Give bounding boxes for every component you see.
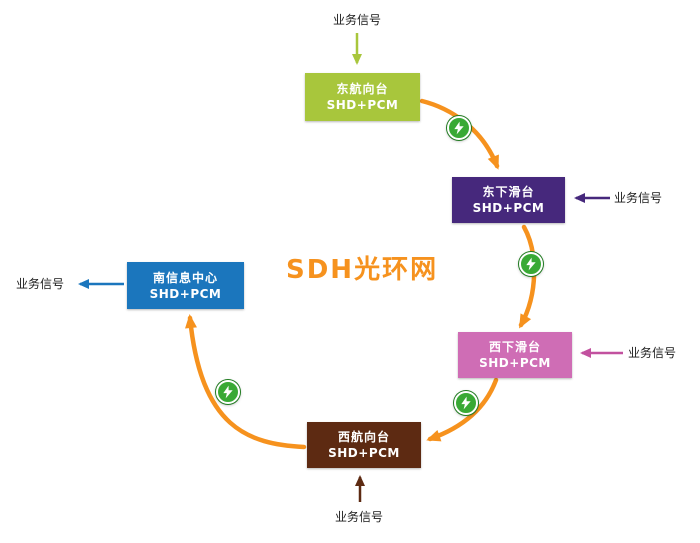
node-subtitle: SHD+PCM: [149, 286, 222, 301]
node-south-info-center: 南信息中心 SHD+PCM: [127, 262, 244, 309]
node-title: 西下滑台: [488, 340, 541, 354]
signal-label-right-lower: 业务信号: [628, 346, 677, 360]
node-title: 东航向台: [336, 82, 389, 96]
node-east-course-station: 东航向台 SHD+PCM: [305, 73, 420, 121]
node-subtitle: SHD+PCM: [328, 446, 400, 460]
node-east-glide-station: 东下滑台 SHD+PCM: [452, 177, 565, 223]
flash-icon: [223, 385, 233, 399]
signal-label-right-upper: 业务信号: [614, 191, 663, 205]
signal-label-left: 业务信号: [16, 277, 65, 291]
flash-icon: [526, 257, 536, 271]
signal-label-bottom: 业务信号: [334, 510, 384, 524]
node-title: 西航向台: [337, 430, 390, 444]
flash-icon: [461, 396, 471, 410]
node-title: 南信息中心: [152, 270, 218, 285]
diagram-title: SDH光环网: [286, 255, 439, 285]
signal-label-top: 业务信号: [332, 13, 382, 27]
ring-link-west-course-to-south-info: [185, 314, 307, 450]
node-subtitle: SHD+PCM: [326, 98, 399, 112]
node-subtitle: SHD+PCM: [479, 356, 551, 370]
node-title: 东下滑台: [482, 185, 535, 199]
repeater-node-icon-3: [454, 391, 478, 415]
node-west-glide-station: 西下滑台 SHD+PCM: [458, 332, 572, 378]
ring-link-west-glide-to-west-course: [426, 377, 499, 442]
flash-icon: [454, 121, 464, 135]
node-west-course-station: 西航向台 SHD+PCM: [307, 422, 421, 468]
repeater-node-icon-2: [519, 252, 543, 276]
ring-link-east-glide-to-west-glide: [518, 224, 537, 329]
repeater-node-icon-4: [216, 380, 240, 404]
node-subtitle: SHD+PCM: [472, 201, 545, 215]
repeater-node-icon-1: [447, 116, 471, 140]
